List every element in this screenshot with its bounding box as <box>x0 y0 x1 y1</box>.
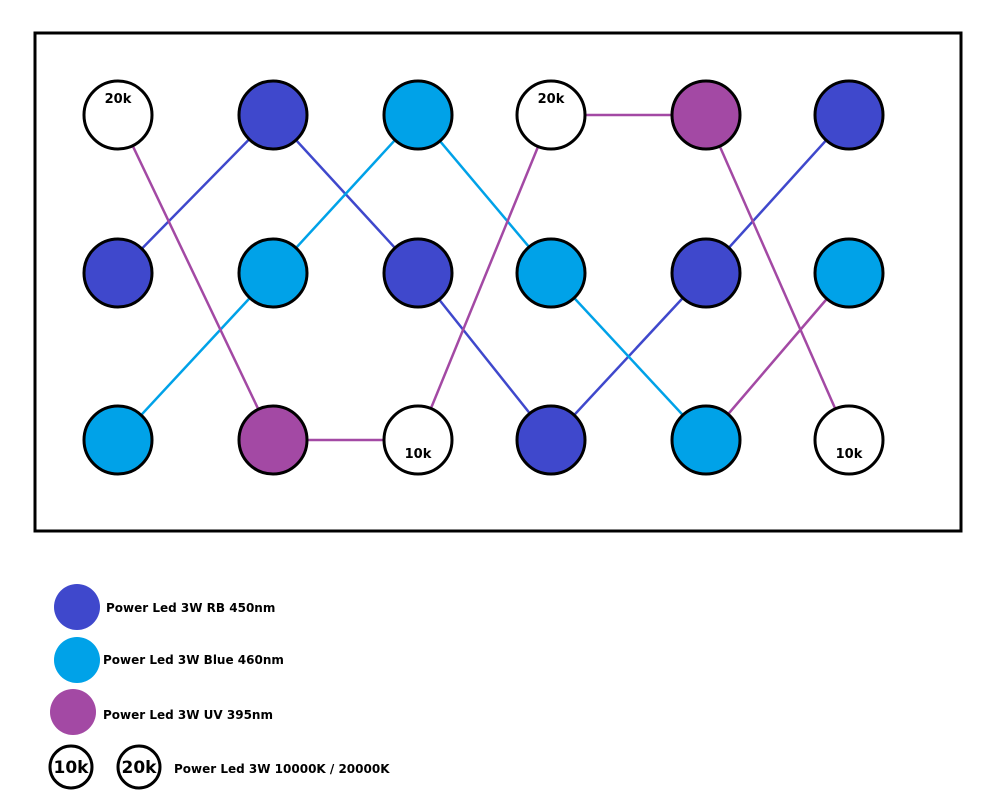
led-white-20k-r1c4: 20k <box>515 79 587 151</box>
wiring-lines <box>116 113 851 442</box>
led-circle <box>82 404 154 476</box>
led-circle <box>82 79 154 151</box>
led-circle <box>515 237 587 309</box>
led-circle <box>515 404 587 476</box>
led-rb-r2c1 <box>82 237 154 309</box>
led-rb-r1c2 <box>237 79 309 151</box>
legend-badge-10k <box>48 744 94 790</box>
legend-badge-20k <box>116 744 162 790</box>
led-rb-r2c5 <box>670 237 742 309</box>
led-white-10k-r3c6: 10k <box>813 404 885 476</box>
wire-uv-segment <box>116 114 275 441</box>
legend: Power Led 3W RB 450nm Power Led 3W Blue … <box>48 584 390 790</box>
legend-badge-20k-label: 20k <box>122 758 158 778</box>
led-label: 20k <box>538 92 565 107</box>
led-white-20k-r1c1: 20k <box>82 79 154 151</box>
wire-uv-segment <box>416 114 553 441</box>
wire-rb-segment <box>417 272 552 441</box>
led-circle <box>813 79 885 151</box>
led-uv-r1c5 <box>670 79 742 151</box>
legend-label-blue: Power Led 3W Blue 460nm <box>103 653 284 667</box>
led-rb-r1c6 <box>813 79 885 151</box>
legend-label-rb: Power Led 3W RB 450nm <box>106 601 275 615</box>
wire-rb-segment <box>117 114 274 274</box>
led-circle <box>515 79 587 151</box>
led-blue-r2c4 <box>515 237 587 309</box>
legend-item-blue: Power Led 3W Blue 460nm <box>54 637 284 683</box>
led-label: 20k <box>105 92 132 107</box>
led-white-10k-r3c3: 10k <box>382 404 454 476</box>
led-rb-r3c4 <box>515 404 587 476</box>
led-uv-r3c2 <box>237 404 309 476</box>
legend-label-uv: Power Led 3W UV 395nm <box>103 708 273 722</box>
led-circle <box>382 79 454 151</box>
legend-swatch-uv <box>50 689 96 735</box>
wire-blue-segment <box>272 114 419 274</box>
led-blue-r3c1 <box>82 404 154 476</box>
panel-border <box>33 31 963 533</box>
wire-blue-segment <box>550 272 707 441</box>
led-circle <box>237 237 309 309</box>
legend-label-white: Power Led 3W 10000K / 20000K <box>174 762 390 776</box>
led-circle <box>813 404 885 476</box>
legend-item-rb: Power Led 3W RB 450nm <box>54 584 275 630</box>
led-label: 10k <box>836 447 863 462</box>
wire-uv-segment <box>704 114 851 441</box>
legend-swatch-rb <box>54 584 100 630</box>
led-blue-r2c6 <box>813 237 885 309</box>
led-circle <box>813 237 885 309</box>
led-circle <box>237 404 309 476</box>
led-grid: 20k 20k 10k 10k <box>82 79 885 476</box>
led-circle <box>382 237 454 309</box>
led-blue-r1c3 <box>382 79 454 151</box>
led-blue-r2c2 <box>237 237 309 309</box>
wire-blue-segment <box>117 272 274 441</box>
led-circle <box>237 79 309 151</box>
led-circle <box>82 237 154 309</box>
led-rb-r2c3 <box>382 237 454 309</box>
wire-rb-segment <box>705 114 850 274</box>
legend-item-uv: Power Led 3W UV 395nm <box>50 689 273 735</box>
led-label: 10k <box>405 447 432 462</box>
led-circle <box>670 404 742 476</box>
led-circle <box>382 404 454 476</box>
legend-swatch-blue <box>54 637 100 683</box>
legend-item-white: 10k 20k Power Led 3W 10000K / 20000K <box>48 744 390 790</box>
led-circle <box>670 79 742 151</box>
led-blue-r3c5 <box>670 404 742 476</box>
wire-uv2-segment <box>705 272 850 441</box>
led-circle <box>670 237 742 309</box>
legend-badge-10k-label: 10k <box>54 758 90 778</box>
